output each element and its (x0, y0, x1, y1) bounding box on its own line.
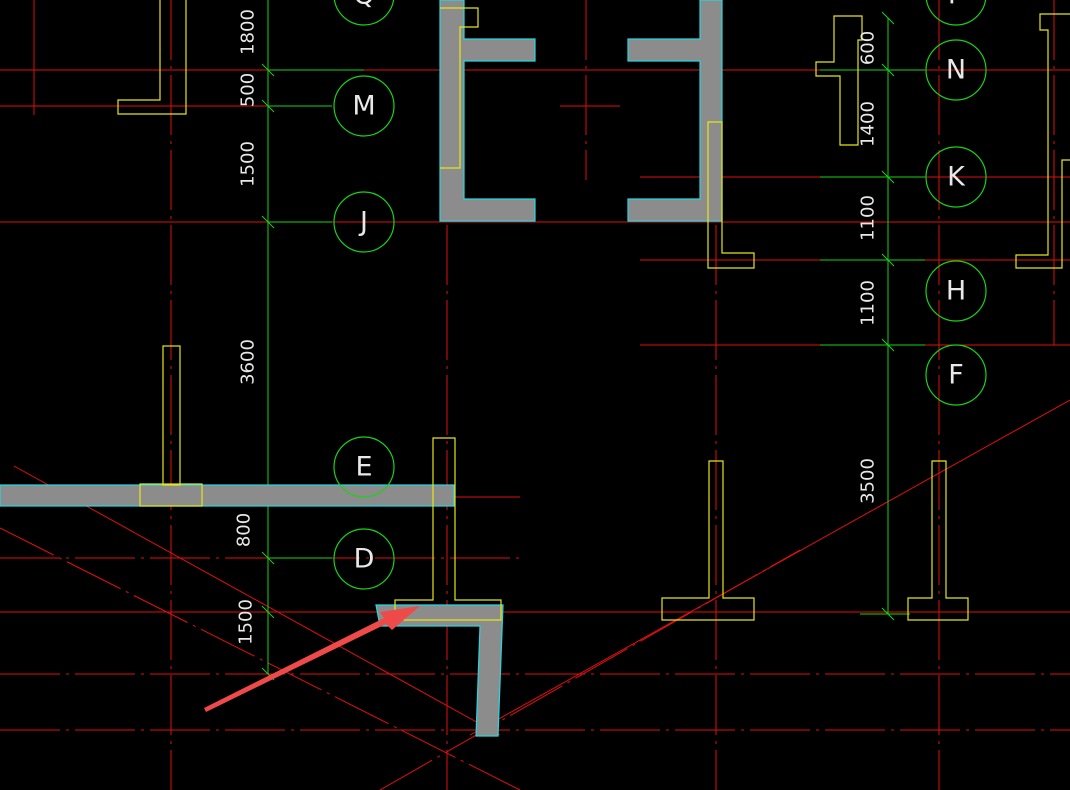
dimension-text: 800 (234, 513, 255, 547)
grid-bubble[interactable] (925, 39, 987, 101)
dimension-tick (261, 551, 275, 565)
grid-bubble[interactable] (333, 191, 395, 253)
dimension-tick (881, 170, 895, 184)
grid-bubble-label: J (358, 207, 368, 238)
column-t-center[interactable] (394, 437, 502, 621)
grid-bubble-label: K (947, 162, 966, 193)
grid-bubble[interactable] (925, 344, 987, 406)
dimension-tick (261, 63, 275, 77)
column-top-center[interactable] (440, 7, 479, 169)
dimension-text: 1100 (858, 195, 879, 241)
dimension-text: 3500 (858, 458, 879, 504)
dimension-tick (881, 253, 895, 267)
dimension-text: 3600 (238, 339, 259, 385)
dimension-tick (881, 11, 895, 25)
arrow-icon (204, 606, 420, 712)
grid-bubble-label: F (948, 360, 964, 391)
grid-bubble[interactable] (333, 528, 395, 590)
column-inverted-t-2[interactable] (907, 460, 969, 621)
dimension-text: 600 (858, 31, 879, 65)
dimension-texts-right: 600 1400 1100 1100 3500 (858, 31, 879, 504)
dimension-text: 1400 (858, 101, 879, 147)
column-on-wall-e[interactable] (139, 483, 203, 507)
column-inverted-t-1[interactable] (661, 460, 755, 621)
grid-bubbles-left: Q M J E D (333, 0, 395, 590)
dimension-text: 1500 (238, 141, 259, 187)
column-l-mid[interactable] (707, 121, 755, 269)
column-t-top-left[interactable] (117, 0, 187, 115)
grid-bubble-label: N (946, 55, 966, 86)
grid-bubble[interactable] (925, 0, 987, 26)
grid-bubble-label: M (352, 91, 375, 122)
column-n-shape[interactable] (815, 15, 863, 146)
grid-bubble-label: H (946, 276, 966, 307)
wall-c-shape-left[interactable] (439, 0, 536, 222)
dimension-text: 1500 (236, 599, 257, 645)
dimension-tick (261, 605, 275, 619)
grid-bubble[interactable] (925, 146, 987, 208)
grid-bubble-label: E (355, 452, 372, 483)
grid-bubble[interactable] (333, 436, 395, 498)
axis-line-diagonal (13, 465, 501, 736)
grid-bubble[interactable] (333, 75, 395, 137)
shear-walls (0, 0, 723, 737)
columns (117, 0, 1070, 621)
annotation-arrow (204, 606, 420, 712)
wall-horizontal-e[interactable] (0, 484, 455, 507)
grid-bubble-label: D (354, 544, 375, 575)
dimension-tick (261, 99, 275, 113)
dimension-text: 500 (238, 73, 259, 107)
dimension-tick (261, 215, 275, 229)
grid-bubble[interactable] (925, 260, 987, 322)
grid-bubble[interactable] (333, 0, 395, 26)
column-vertical-stub[interactable] (162, 345, 181, 486)
dimension-tick (881, 338, 895, 352)
axis-line-diagonal (469, 399, 1070, 736)
dimension-text: 1100 (858, 280, 879, 326)
dimension-texts-left: 1800 500 1500 3600 800 1500 (234, 9, 259, 645)
dimension-tick (881, 63, 895, 77)
axis-line-diagonal (0, 527, 521, 790)
grid-bubble-label: Q (353, 0, 374, 11)
column-right-edge[interactable] (1015, 13, 1070, 269)
axis-line-diagonal (379, 549, 801, 790)
grid-bubbles-right: P N K H F (925, 0, 987, 406)
grid-bubble-label: P (948, 0, 964, 11)
dimension-tick (881, 607, 895, 621)
dimension-text: 1800 (238, 9, 259, 55)
